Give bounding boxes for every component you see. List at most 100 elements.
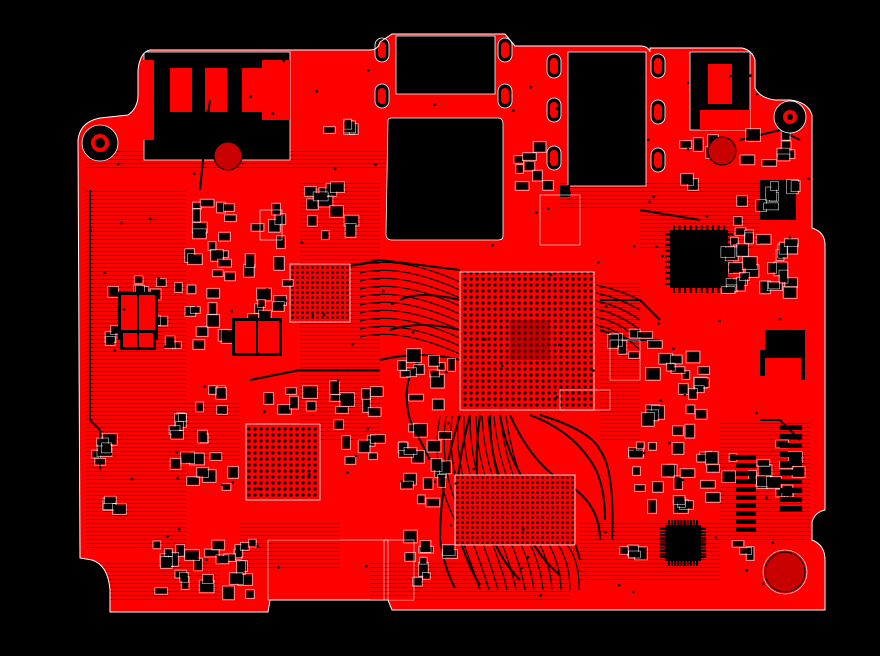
silkscreen xyxy=(745,546,755,561)
via xyxy=(180,64,183,68)
package-pin xyxy=(706,288,709,293)
passive-component xyxy=(209,452,223,461)
pad xyxy=(785,239,798,246)
passive-component xyxy=(679,140,693,149)
pad xyxy=(706,493,720,502)
connector-pad xyxy=(262,60,290,120)
silkscreen xyxy=(276,235,286,250)
package-pin xyxy=(711,225,714,230)
pad xyxy=(259,311,271,320)
pad xyxy=(680,141,691,148)
passive-component xyxy=(523,160,536,172)
signal-trace xyxy=(89,190,101,431)
package-pin xyxy=(665,277,670,280)
package-pin xyxy=(677,561,680,566)
package-pin xyxy=(674,520,677,525)
pad xyxy=(674,496,685,504)
via xyxy=(311,313,315,317)
signal-trace xyxy=(359,301,461,323)
passive-component xyxy=(207,302,218,315)
silkscreen xyxy=(693,385,705,394)
pad xyxy=(359,440,370,452)
passive-component xyxy=(357,439,371,454)
via xyxy=(642,451,646,455)
package-pin xyxy=(665,233,670,235)
package-pin xyxy=(700,288,703,293)
silkscreen xyxy=(186,476,200,486)
via xyxy=(632,244,636,248)
pad xyxy=(207,289,219,298)
power-inductor xyxy=(120,330,156,350)
via xyxy=(322,313,326,317)
silkscreen xyxy=(367,407,382,417)
pad xyxy=(635,485,645,491)
via xyxy=(661,254,664,258)
pad xyxy=(727,279,738,286)
pad xyxy=(346,224,355,237)
pad xyxy=(745,233,753,243)
via xyxy=(558,343,561,347)
connector-pin xyxy=(736,527,756,532)
silkscreen xyxy=(430,458,443,472)
silkscreen xyxy=(206,287,221,299)
pad xyxy=(747,547,754,560)
silkscreen xyxy=(694,408,708,420)
via xyxy=(277,566,280,569)
via xyxy=(256,544,259,547)
pad xyxy=(401,371,410,377)
hole-icon xyxy=(773,100,807,134)
package-pin xyxy=(668,520,670,525)
pad xyxy=(404,531,417,542)
signal-trace xyxy=(529,414,606,521)
passive-component xyxy=(700,479,716,489)
silkscreen xyxy=(672,425,684,437)
via xyxy=(346,471,350,474)
pad xyxy=(238,574,252,585)
pad xyxy=(217,203,225,212)
passive-component xyxy=(403,447,418,455)
package-pin xyxy=(701,556,706,558)
passive-component xyxy=(196,467,209,478)
pad xyxy=(106,337,115,345)
silkscreen xyxy=(688,388,698,400)
pad xyxy=(161,557,172,568)
passive-component xyxy=(320,230,330,241)
package-pin xyxy=(692,561,695,566)
passive-component xyxy=(770,181,779,191)
connector-pin xyxy=(780,425,802,430)
passive-component xyxy=(514,181,530,191)
pad xyxy=(363,399,370,412)
via xyxy=(685,281,689,285)
pad xyxy=(759,465,771,476)
pad xyxy=(409,425,417,431)
passive-component xyxy=(721,470,737,484)
passive-component xyxy=(403,529,418,544)
via xyxy=(714,536,718,539)
pad xyxy=(203,575,213,583)
package-pin xyxy=(684,225,687,230)
silkscreen xyxy=(441,544,456,556)
silkscreen xyxy=(195,401,205,413)
silkscreen xyxy=(692,137,704,152)
pad xyxy=(103,504,115,510)
passive-component xyxy=(408,393,425,402)
via xyxy=(686,148,690,151)
silkscreen xyxy=(343,118,353,130)
pad xyxy=(429,356,439,366)
passive-component xyxy=(736,195,748,207)
pad xyxy=(219,233,230,241)
silkscreen xyxy=(685,404,696,415)
pad xyxy=(737,196,747,206)
passive-component xyxy=(303,186,317,197)
pad xyxy=(258,321,279,353)
chip-icon xyxy=(665,225,733,293)
silkscreen xyxy=(341,435,351,450)
via xyxy=(175,451,179,454)
pad xyxy=(371,435,385,443)
passive-component xyxy=(671,442,685,455)
silkscreen xyxy=(209,452,223,461)
silkscreen xyxy=(419,540,432,553)
pad xyxy=(224,554,235,561)
via xyxy=(535,211,538,214)
silkscreen xyxy=(652,481,664,493)
